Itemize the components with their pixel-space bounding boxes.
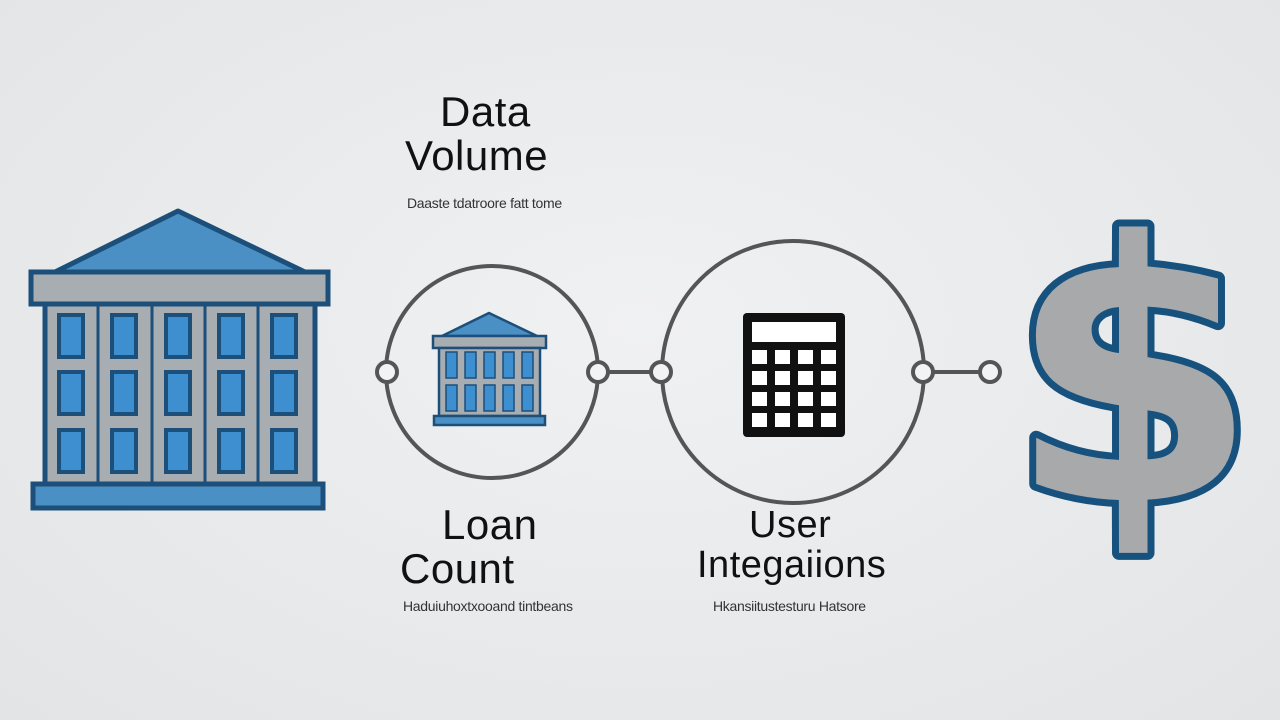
connector-node [375, 360, 399, 384]
calculator-key [821, 413, 836, 427]
loan-count-caption: Haduiuhoxtxooand tintbeans [403, 598, 573, 614]
building-window [57, 428, 85, 474]
connector-node [586, 360, 610, 384]
bank-building-small-icon [431, 311, 548, 427]
data-volume-title-line1: Data [440, 88, 531, 135]
building-window [270, 313, 298, 359]
building-window [502, 384, 515, 412]
calculator-key [821, 350, 836, 364]
building-window [57, 370, 85, 416]
user-integrations-title-line1: User [749, 504, 832, 546]
calculator-key [775, 350, 790, 364]
loan-count-title: Loan Count [400, 501, 538, 593]
building-window [445, 384, 458, 412]
calculator-key [821, 392, 836, 406]
calculator-key [798, 350, 813, 364]
building-window [217, 428, 245, 474]
building-window [164, 428, 192, 474]
calculator-key [775, 392, 790, 406]
building-window [464, 384, 477, 412]
building-window [110, 370, 138, 416]
calculator-key [775, 371, 790, 385]
building-window [483, 384, 496, 412]
connector-node [911, 360, 935, 384]
data-volume-caption: Daaste tdatroore fatt tome [407, 195, 562, 211]
connector-node [649, 360, 673, 384]
calculator-key [752, 413, 767, 427]
user-integrations-title: User Integaiions [697, 504, 887, 586]
calculator-key [798, 413, 813, 427]
building-window [164, 370, 192, 416]
building-window [217, 370, 245, 416]
calculator-icon [743, 313, 845, 437]
building-window [445, 351, 458, 379]
data-volume-title-line2: Volume [405, 132, 549, 180]
connector-nodes [375, 360, 1002, 384]
building-window [502, 351, 515, 379]
calculator-key [775, 413, 790, 427]
building-window [483, 351, 496, 379]
building-window [217, 313, 245, 359]
bank-building-icon [28, 208, 331, 511]
calculator-key [821, 371, 836, 385]
building-window [110, 313, 138, 359]
calculator-key [798, 371, 813, 385]
building-window [270, 428, 298, 474]
connector-node [978, 360, 1002, 384]
calculator-key [752, 350, 767, 364]
calculator-key [752, 371, 767, 385]
user-integrations-title-line2: Integaiions [697, 543, 887, 586]
building-window [270, 370, 298, 416]
building-window [110, 428, 138, 474]
dollar-sign-icon: $ [1001, 159, 1266, 592]
loan-count-title-line1: Loan [442, 501, 538, 548]
building-window [521, 351, 534, 379]
calculator-key [752, 392, 767, 406]
svg-text:$: $ [1008, 166, 1259, 585]
data-volume-title: Data Volume [405, 88, 549, 180]
building-window [521, 384, 534, 412]
building-window [57, 313, 85, 359]
loan-count-title-line2: Count [400, 545, 515, 593]
calculator-key [798, 392, 813, 406]
building-window [164, 313, 192, 359]
building-window [464, 351, 477, 379]
user-integrations-caption: Hkansiitustesturu Hatsore [713, 598, 866, 614]
